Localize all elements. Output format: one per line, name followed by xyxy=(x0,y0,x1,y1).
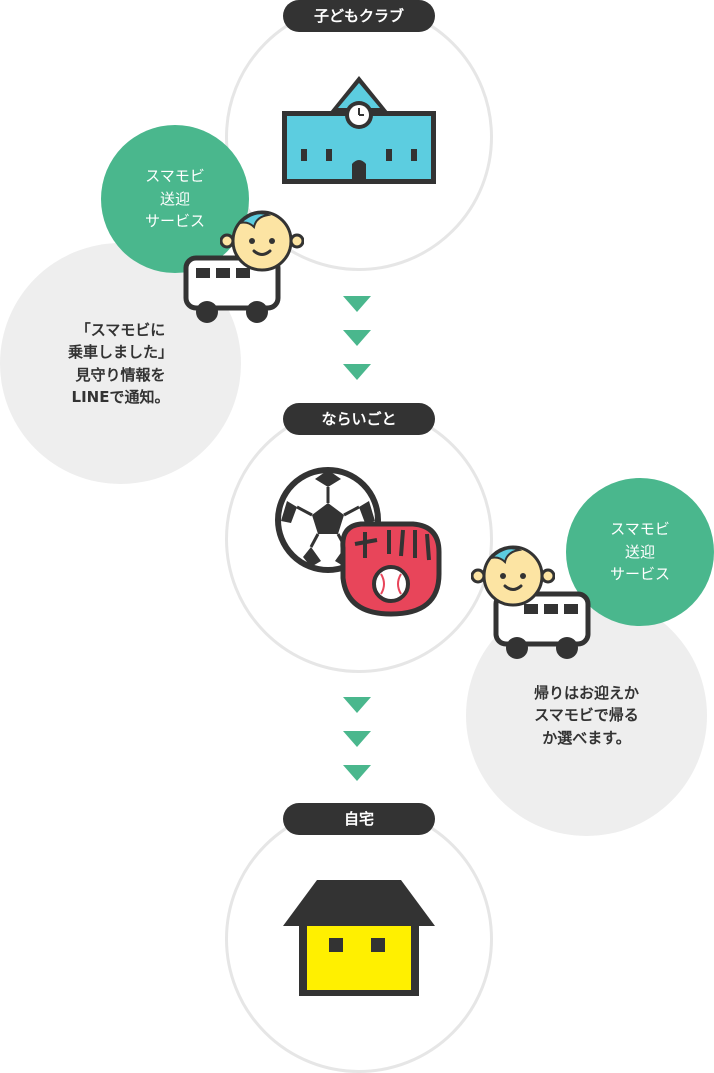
child-face-icon xyxy=(470,542,556,612)
down-arrow-icon xyxy=(343,731,371,747)
down-arrow-icon xyxy=(343,364,371,380)
bus-icon xyxy=(492,588,592,666)
down-arrow-icon xyxy=(343,296,371,312)
service-badge-top: スマモビ 送迎 サービス xyxy=(101,125,249,273)
down-arrow-icon xyxy=(343,697,371,713)
stage-label-kids-club: 子どもクラブ xyxy=(283,0,435,32)
down-arrow-icon xyxy=(343,765,371,781)
baseball-glove-icon xyxy=(335,518,445,622)
stage-label-lessons: ならいごと xyxy=(283,403,435,435)
school-icon xyxy=(282,76,436,190)
stage-circle-kids-club xyxy=(225,3,493,271)
house-icon xyxy=(283,880,435,1002)
service-badge-mid: スマモビ 送迎 サービス xyxy=(566,478,714,626)
bus-icon xyxy=(182,252,282,330)
child-face-icon xyxy=(219,207,305,277)
stage-label-home: 自宅 xyxy=(283,803,435,835)
stage-circle-lessons xyxy=(225,405,493,673)
down-arrow-icon xyxy=(343,330,371,346)
